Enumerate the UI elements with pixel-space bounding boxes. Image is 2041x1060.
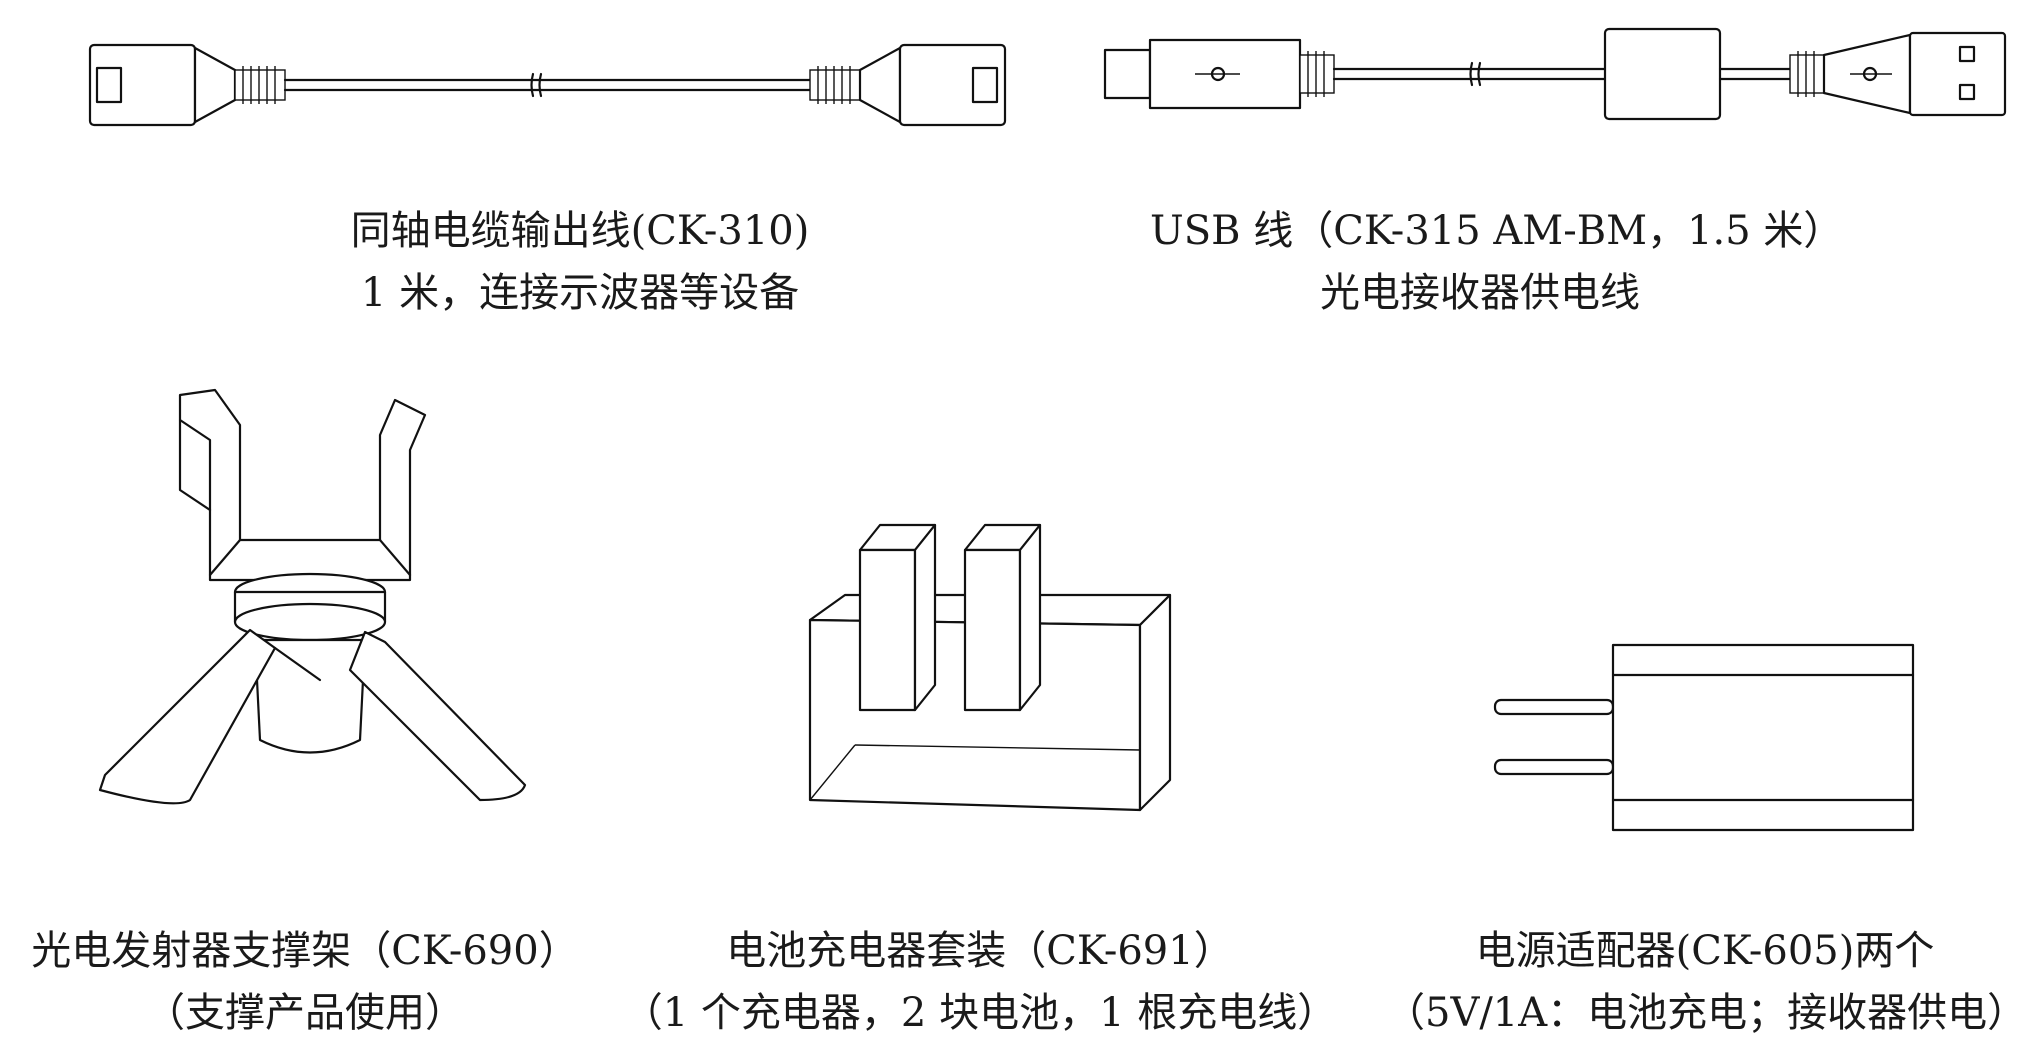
power-adapter-icon <box>1490 640 1920 840</box>
usb-cable-caption: USB 线（CK-315 AM-BM，1.5 米） 光电接收器供电线 <box>1150 200 1844 324</box>
caption-title: 光电发射器支撑架（CK-690） <box>31 928 579 974</box>
caption-detail: （5V/1A：电池充电；接收器供电） <box>1385 990 2028 1036</box>
coax-cable-icon <box>85 30 1025 140</box>
caption-detail: 1 米，连接示波器等设备 <box>360 270 800 316</box>
power-adapter-caption: 电源适配器(CK-605)两个 （5V/1A：电池充电；接收器供电） <box>1385 920 2028 1044</box>
caption-title: 同轴电缆输出线(CK-310) <box>350 208 810 254</box>
caption-detail: （支撑产品使用） <box>145 990 465 1036</box>
tripod-stand-icon <box>80 380 540 820</box>
caption-title: 电源适配器(CK-605)两个 <box>1475 928 1935 974</box>
caption-title: USB 线（CK-315 AM-BM，1.5 米） <box>1150 208 1844 254</box>
coax-cable-caption: 同轴电缆输出线(CK-310) 1 米，连接示波器等设备 <box>230 200 930 324</box>
caption-title: 电池充电器套装（CK-691） <box>726 928 1234 974</box>
caption-detail: 光电接收器供电线 <box>1320 270 1640 316</box>
tripod-stand-caption: 光电发射器支撑架（CK-690） （支撑产品使用） <box>20 920 590 1044</box>
battery-charger-caption: 电池充电器套装（CK-691） （1 个充电器，2 块电池，1 根充电线） <box>590 920 1370 1044</box>
caption-detail: （1 个充电器，2 块电池，1 根充电线） <box>622 990 1338 1036</box>
usb-cable-icon <box>1100 25 2020 125</box>
battery-charger-icon <box>795 510 1185 820</box>
